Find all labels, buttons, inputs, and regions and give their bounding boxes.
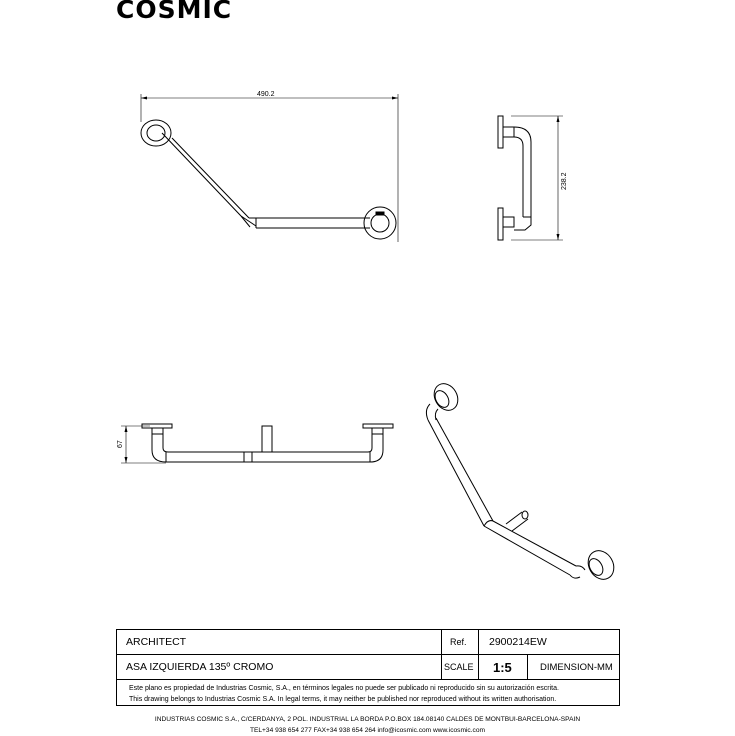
ref-value: 2900214EW	[489, 636, 547, 648]
front-depth-dimension: 67	[117, 440, 124, 448]
front-view	[121, 423, 394, 464]
isometric-view	[425, 383, 615, 580]
company-footer: INDUSTRIAS COSMIC S.A., C/CERDANYA, 2 PO…	[0, 714, 735, 736]
side-view	[497, 115, 563, 241]
title-block: ARCHITECT Ref. 2900214EW ASA IZQUIERDA 1…	[116, 629, 620, 706]
disclaimer-english: This drawing belongs to Industrias Cosmi…	[129, 696, 557, 703]
legal-disclaimer: Este plano es propiedad de Industrias Co…	[117, 680, 619, 707]
units-label: DIMENSION-MM	[540, 661, 613, 673]
footer-address: INDUSTRIAS COSMIC S.A., C/CERDANYA, 2 PO…	[154, 716, 581, 723]
ref-label: Ref.	[450, 637, 467, 647]
architect-label: ARCHITECT	[126, 636, 187, 648]
company-logo: COSMIC	[116, 0, 233, 24]
product-name: ASA IZQUIERDA 135º CROMO	[126, 661, 274, 673]
scale-label: SCALE	[444, 662, 474, 672]
top-view	[140, 94, 399, 242]
side-height-dimension: 238.2	[561, 172, 568, 190]
disclaimer-spanish: Este plano es propiedad de Industrias Co…	[129, 685, 559, 692]
top-width-dimension: 490.2	[257, 91, 275, 98]
footer-contact: TEL+34 938 654 277 FAX+34 938 654 264 in…	[249, 727, 486, 734]
scale-value: 1:5	[493, 659, 512, 675]
